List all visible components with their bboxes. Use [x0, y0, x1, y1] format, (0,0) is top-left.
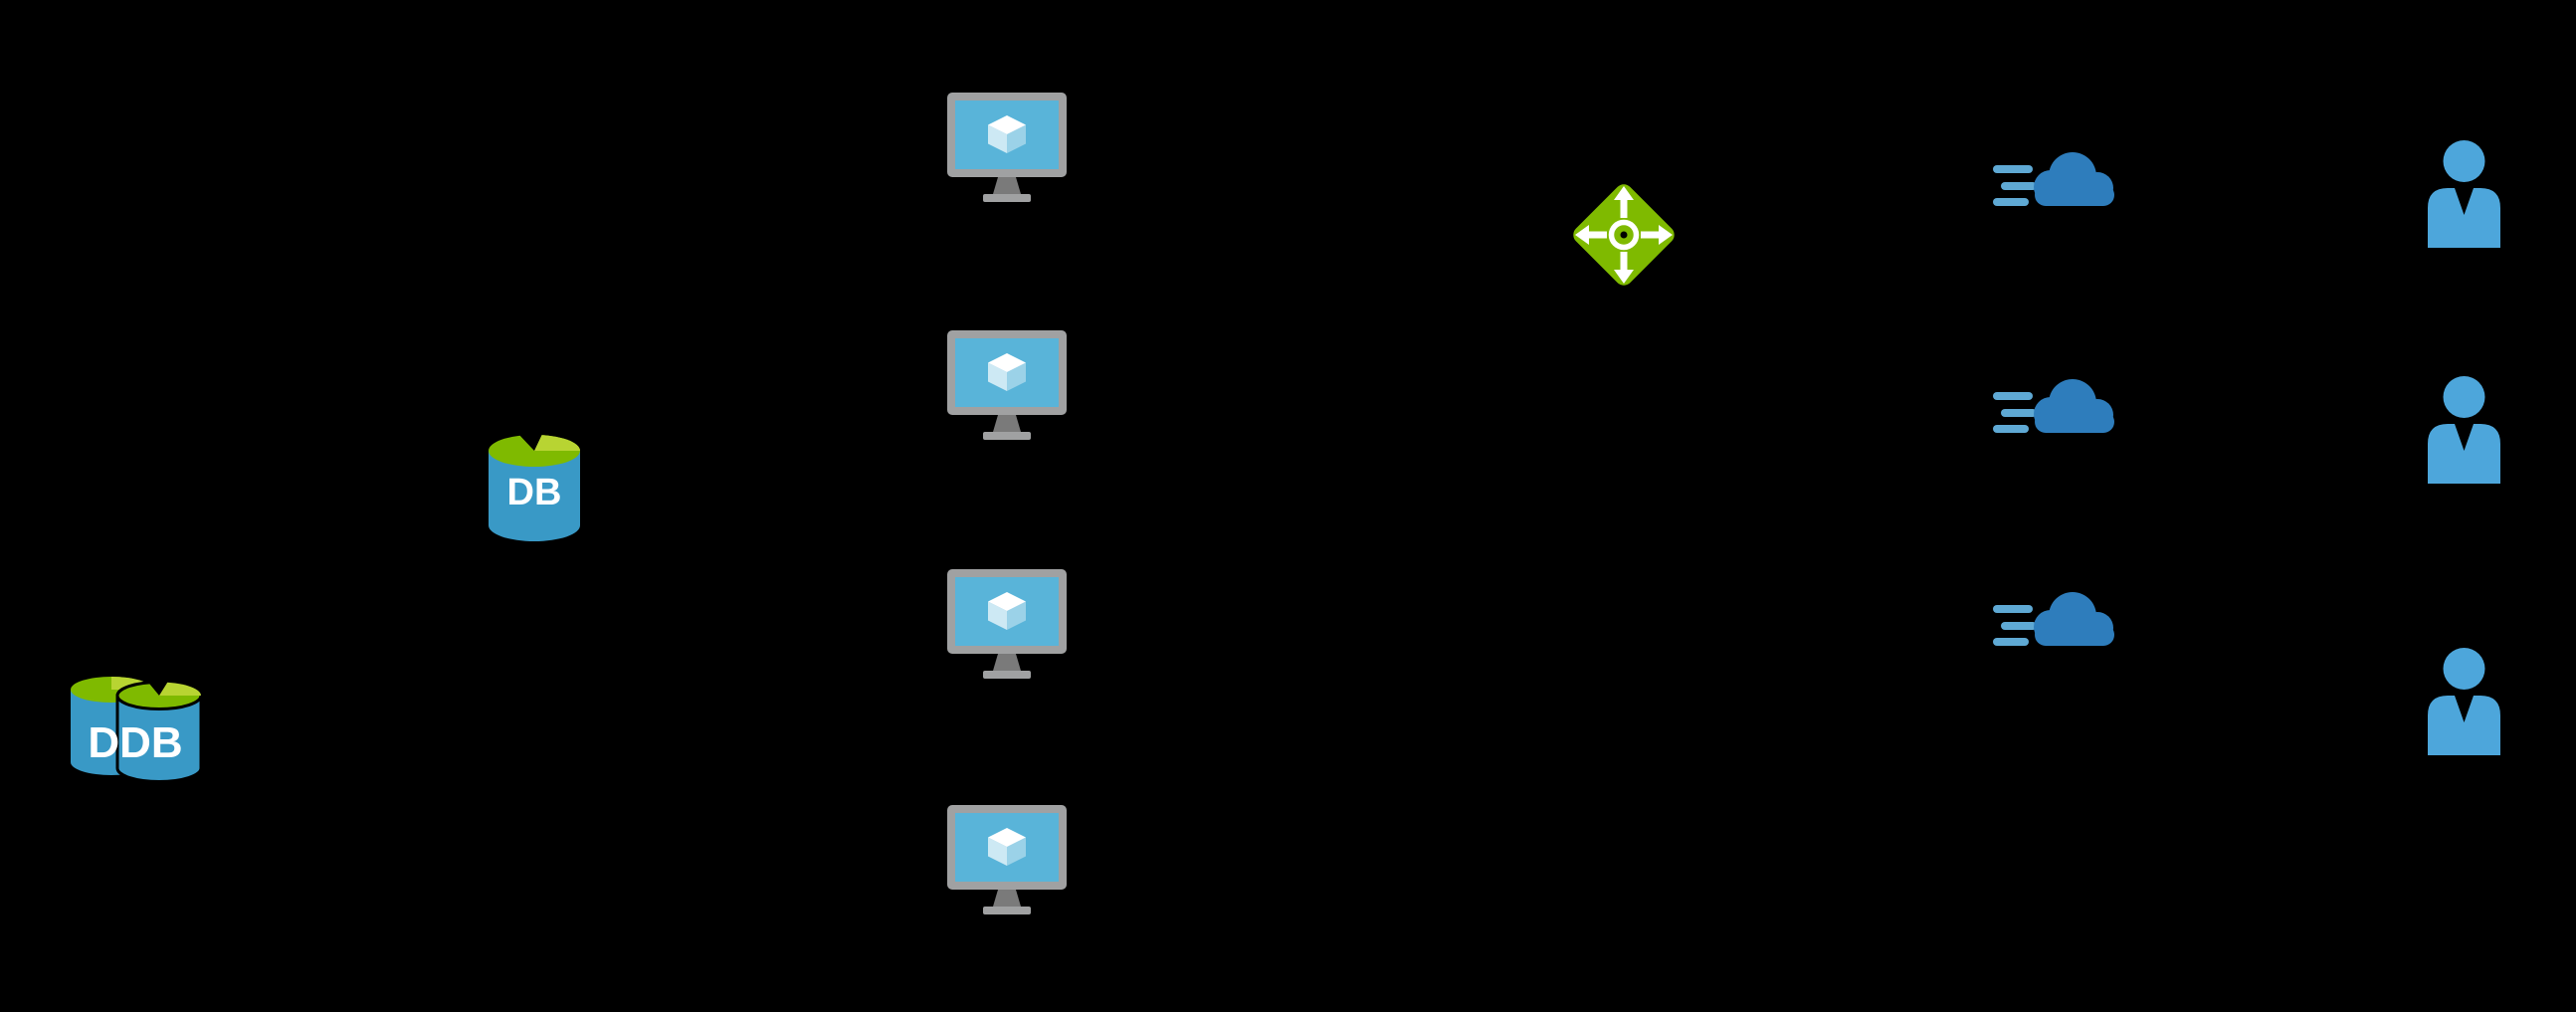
vm-node-1 — [945, 91, 1069, 210]
vm-node-2 — [945, 328, 1069, 448]
virtual-machine-icon — [947, 330, 1067, 440]
vm-node-4 — [945, 803, 1069, 922]
documentdb-node: DDB — [66, 666, 205, 792]
virtual-machine-icon — [947, 93, 1067, 202]
virtual-machine-icon — [947, 569, 1067, 679]
vm-node-3 — [945, 567, 1069, 687]
cdn-cloud-icon — [1993, 379, 2114, 433]
user-icon — [2428, 376, 2500, 484]
cdn-node-1 — [1993, 138, 2122, 225]
load-balancer-node — [1561, 172, 1686, 298]
virtual-machine-icon — [947, 805, 1067, 914]
user-icon — [2428, 140, 2500, 248]
database-node: DB — [484, 431, 585, 544]
cdn-node-2 — [1993, 365, 2122, 452]
user-node-3 — [2420, 646, 2508, 755]
database-icon: DB — [489, 432, 580, 541]
cdn-cloud-icon — [1993, 592, 2114, 646]
ddb-label: DDB — [88, 718, 182, 767]
cdn-cloud-icon — [1993, 152, 2114, 206]
user-node-1 — [2420, 138, 2508, 248]
load-balancer-icon — [1573, 184, 1675, 286]
cdn-node-3 — [1993, 578, 2122, 665]
db-label: DB — [507, 472, 562, 513]
user-icon — [2428, 648, 2500, 755]
database-multiple-icon: DDB — [71, 677, 203, 783]
user-node-2 — [2420, 374, 2508, 484]
